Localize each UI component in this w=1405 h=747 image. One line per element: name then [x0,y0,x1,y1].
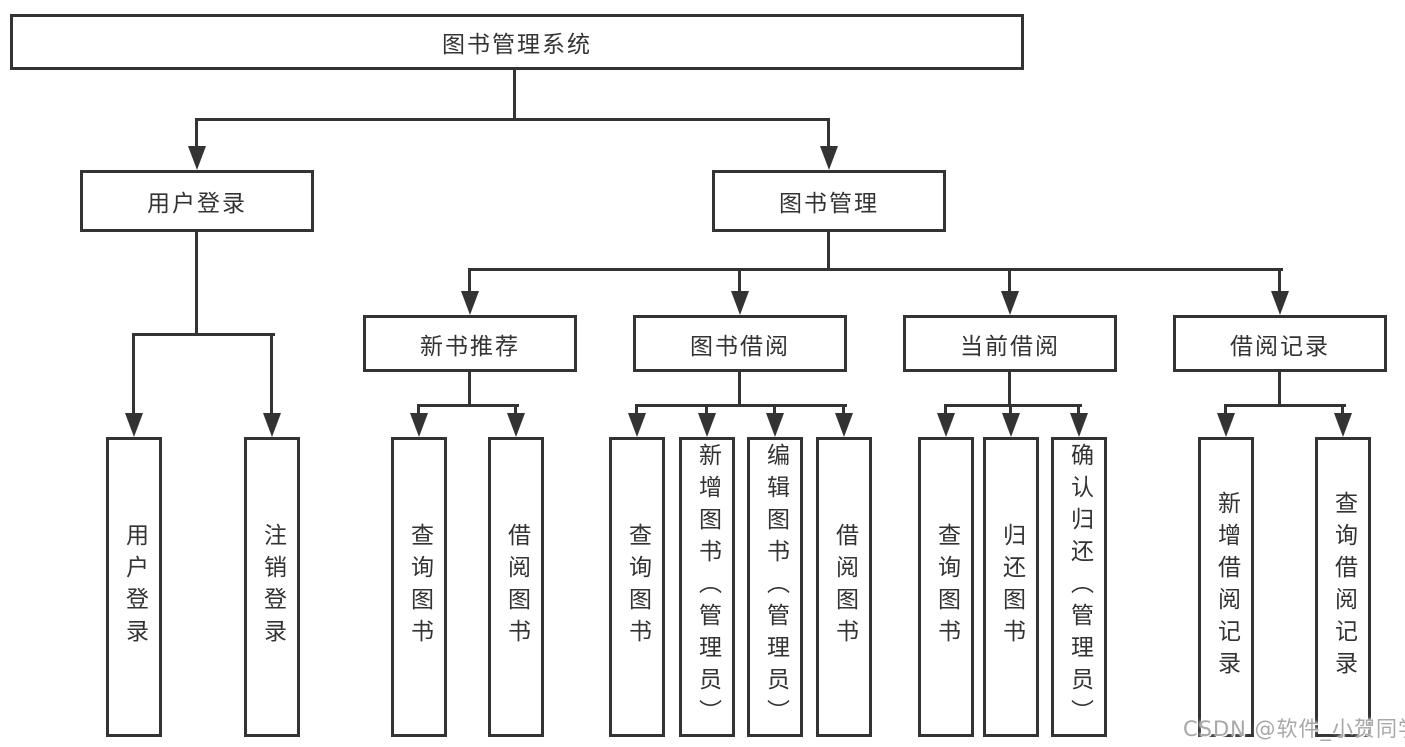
leaf-query-books-2: 查询图书 [609,437,665,737]
arrow-down-icon [1271,291,1289,315]
leaf-borrow-books-1: 借阅图书 [488,437,544,737]
leaf-add-borrow-record: 新增借阅记录 [1198,437,1254,737]
connector-shaft [635,404,638,416]
connector-stem [468,372,471,406]
arrow-down-icon [820,146,838,170]
connector-bar [1224,404,1346,407]
arrow-down-icon [698,413,716,437]
connector-shaft [1009,404,1012,416]
leaf-query-books-1: 查询图书 [391,437,447,737]
connector-login-stem [195,232,198,335]
connector-stem [1008,372,1011,406]
arrow-down-icon [1217,413,1235,437]
connector-bar [944,404,1082,407]
leaf-query-books-3-label: 查询图书 [933,523,960,651]
leaf-edit-books-admin-label: 编辑图书（管理员） [762,443,789,731]
arrow-down-icon [410,413,428,437]
arrow-down-icon [263,413,281,437]
leaf-borrow-books-2-label: 借阅图书 [831,523,858,651]
connector-shaft [417,404,420,416]
arrow-down-icon [628,413,646,437]
connector-shaft [827,118,830,148]
leaf-confirm-return-admin: 确认归还（管理员） [1051,437,1107,737]
root-label: 图书管理系统 [442,32,592,58]
box-current-borrow-label: 当前借阅 [960,333,1060,360]
connector-shaft [1077,404,1080,416]
box-current-borrow: 当前借阅 [903,315,1117,372]
connector-stem [738,372,741,406]
arrow-down-icon [835,413,853,437]
connector-shaft [773,404,776,416]
leaf-user-login: 用户登录 [106,437,162,737]
leaf-query-books-1-label: 查询图书 [406,523,433,651]
connector-shaft [195,118,198,148]
arrow-down-icon [1334,413,1352,437]
watermark: CSDN @软件_小贺同学 [1183,717,1405,741]
connector-bar [417,404,519,407]
leaf-confirm-return-admin-label: 确认归还（管理员） [1066,443,1093,731]
connector-shaft [1224,404,1227,416]
leaf-user-login-label: 用户登录 [121,523,148,651]
connector-shaft [1341,404,1344,416]
connector-shaft [842,404,845,416]
connector-shaft [705,404,708,416]
box-user-login-label: 用户登录 [147,191,247,217]
leaf-borrow-books-2: 借阅图书 [816,437,872,737]
leaf-add-books-admin: 新增图书（管理员） [679,437,735,737]
box-borrow-records-label: 借阅记录 [1230,333,1330,360]
connector-stem [1278,372,1281,406]
leaf-query-books-3: 查询图书 [918,437,974,737]
arrow-down-icon [1002,413,1020,437]
box-new-book-recommend: 新书推荐 [363,315,577,372]
arrow-down-icon [507,413,525,437]
leaf-add-borrow-record-label: 新增借阅记录 [1213,491,1240,683]
connector-mgmt-bar [468,268,1283,271]
leaf-query-borrow-record: 查询借阅记录 [1315,437,1371,737]
connector-login-bar [132,333,275,336]
connector-mgmt-stem [827,232,830,271]
connector-root-bar [195,118,830,121]
leaf-edit-books-admin: 编辑图书（管理员） [747,437,803,737]
connector-shaft [514,404,517,416]
connector-shaft [944,404,947,416]
box-book-management: 图书管理 [712,170,946,232]
leaf-return-books-label: 归还图书 [998,523,1025,651]
arrow-down-icon [125,413,143,437]
box-borrow-records: 借阅记录 [1173,315,1387,372]
connector-shaft [468,268,471,294]
leaf-logout: 注销登录 [244,437,300,737]
box-book-management-label: 图书管理 [779,191,879,217]
leaf-query-books-2-label: 查询图书 [624,523,651,651]
connector-root-stem [513,70,516,120]
connector-bar [635,404,847,407]
arrow-down-icon [1001,291,1019,315]
connector-shaft [738,268,741,294]
root-box: 图书管理系统 [10,14,1024,70]
box-new-book-recommend-label: 新书推荐 [420,333,520,360]
arrow-down-icon [731,291,749,315]
connector-shaft [132,333,135,415]
leaf-query-borrow-record-label: 查询借阅记录 [1330,491,1357,683]
box-book-borrow: 图书借阅 [633,315,847,372]
arrow-down-icon [766,413,784,437]
leaf-return-books: 归还图书 [983,437,1039,737]
leaf-logout-label: 注销登录 [259,523,286,651]
connector-shaft [1008,268,1011,294]
arrow-down-icon [1070,413,1088,437]
arrow-down-icon [188,146,206,170]
leaf-borrow-books-1-label: 借阅图书 [503,523,530,651]
box-book-borrow-label: 图书借阅 [690,333,790,360]
connector-shaft [1278,268,1281,294]
arrow-down-icon [937,413,955,437]
leaf-add-books-admin-label: 新增图书（管理员） [694,443,721,731]
arrow-down-icon [461,291,479,315]
box-user-login: 用户登录 [80,170,314,232]
connector-shaft [270,333,273,415]
